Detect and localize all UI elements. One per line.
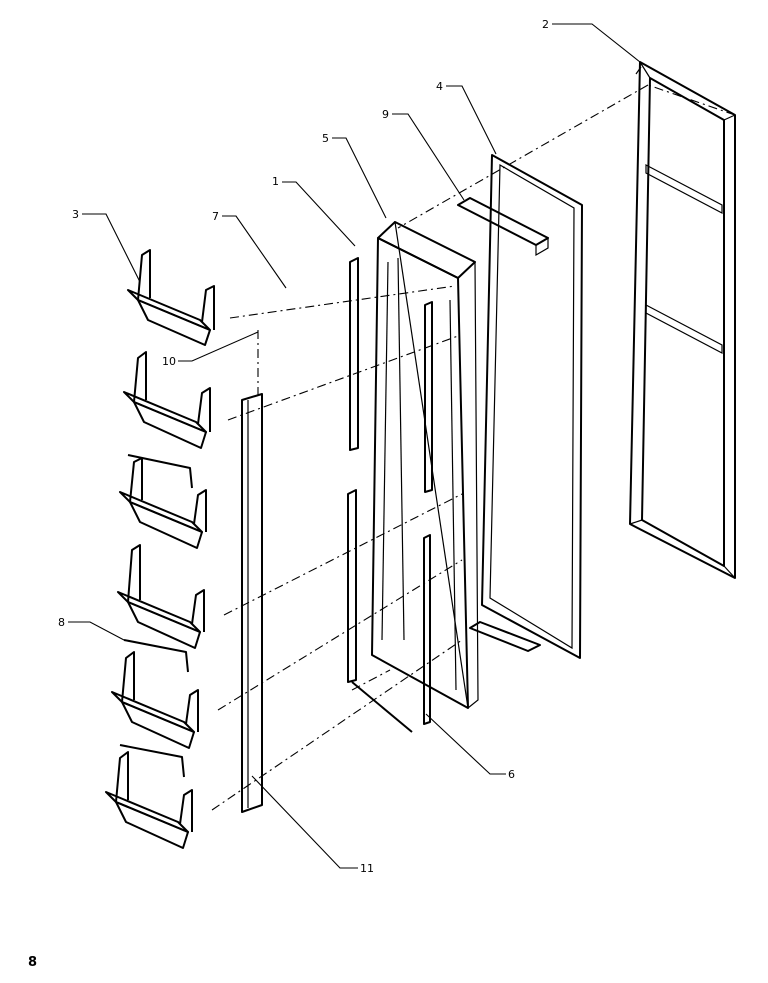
door-bins bbox=[105, 249, 215, 849]
door-outer-panel bbox=[629, 61, 736, 579]
door-bin-6 bbox=[105, 744, 193, 849]
svg-text:2: 2 bbox=[542, 18, 549, 31]
svg-text:5: 5 bbox=[322, 132, 329, 145]
door-bin-1 bbox=[127, 249, 215, 346]
door-bin-5 bbox=[111, 639, 199, 749]
svg-text:8: 8 bbox=[58, 616, 65, 629]
callout-3: 3 bbox=[72, 208, 141, 283]
svg-text:10: 10 bbox=[162, 355, 176, 368]
page-number: 8 bbox=[28, 955, 37, 970]
inner-door-liner bbox=[371, 220, 479, 710]
door-bin-3 bbox=[119, 454, 207, 549]
callout-11: 11 bbox=[251, 775, 374, 875]
callout-5: 5 bbox=[322, 132, 387, 219]
svg-text:1: 1 bbox=[272, 175, 279, 188]
callout-9: 9 bbox=[382, 108, 465, 201]
callout-4: 4 bbox=[436, 80, 497, 155]
svg-text:6: 6 bbox=[508, 768, 515, 781]
svg-text:3: 3 bbox=[72, 208, 79, 221]
svg-text:9: 9 bbox=[382, 108, 389, 121]
callout-8: 8 bbox=[58, 616, 125, 641]
assembly-lines bbox=[211, 84, 736, 811]
callout-2: 2 bbox=[542, 18, 641, 63]
door-gasket bbox=[481, 154, 583, 659]
svg-text:11: 11 bbox=[360, 862, 374, 875]
callout-6: 6 bbox=[425, 713, 515, 781]
retainer-rails bbox=[347, 257, 433, 733]
door-bin-2 bbox=[123, 351, 211, 449]
callout-7: 7 bbox=[212, 210, 287, 289]
svg-text:4: 4 bbox=[436, 80, 443, 93]
door-bin-4 bbox=[117, 544, 205, 649]
callout-10: 10 bbox=[162, 331, 259, 368]
breaker-strip bbox=[457, 197, 549, 652]
callout-1: 1 bbox=[272, 175, 356, 247]
svg-text:7: 7 bbox=[212, 210, 219, 223]
trim-strip bbox=[241, 393, 263, 813]
